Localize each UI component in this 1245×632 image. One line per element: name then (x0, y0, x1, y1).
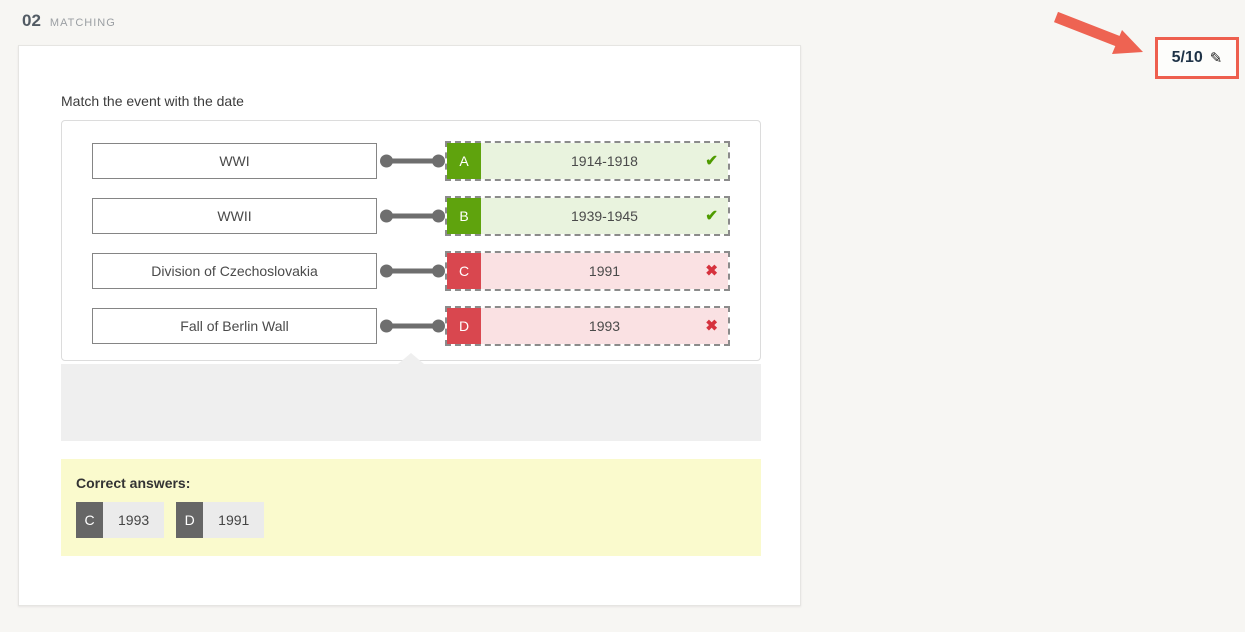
answer-drop-box[interactable]: D 1993 ✖ (445, 306, 730, 346)
correct-answers-chips: C 1993 D 1991 (76, 502, 761, 538)
connector-line (377, 196, 445, 236)
cross-icon: ✖ (705, 317, 718, 335)
question-header: 02 MATCHING (22, 11, 116, 31)
answer-drop-box[interactable]: C 1991 ✖ (445, 251, 730, 291)
answer-letter-badge: B (447, 198, 481, 234)
answer-drop-box[interactable]: A 1914-1918 ✔ (445, 141, 730, 181)
chip-letter-badge: D (176, 502, 204, 538)
match-row: WWI A 1914-1918 ✔ (92, 141, 730, 181)
answer-value: 1991 (481, 253, 728, 289)
matching-panel: WWI A 1914-1918 ✔ WWII B 1939-1945 ✔ Div… (61, 120, 761, 361)
correct-answers-label: Correct answers: (76, 475, 191, 491)
edit-pencil-icon[interactable]: ✎ (1209, 49, 1223, 67)
answer-value: 1914-1918 (481, 143, 728, 179)
answer-value: 1993 (481, 308, 728, 344)
check-icon: ✔ (705, 207, 718, 225)
answer-letter-badge: A (447, 143, 481, 179)
match-row: Division of Czechoslovakia C 1991 ✖ (92, 251, 730, 291)
connector-line (377, 141, 445, 181)
event-box: Fall of Berlin Wall (92, 308, 377, 344)
answer-drop-box[interactable]: B 1939-1945 ✔ (445, 196, 730, 236)
question-prompt: Match the event with the date (61, 93, 244, 109)
tray-caret-icon (398, 353, 424, 364)
chip-value: 1993 (103, 502, 165, 538)
event-box: Division of Czechoslovakia (92, 253, 377, 289)
answer-letter-badge: D (447, 308, 481, 344)
question-number: 02 (22, 11, 41, 30)
annotation-arrow-icon (1053, 11, 1143, 54)
event-box: WWI (92, 143, 377, 179)
options-tray (61, 353, 761, 441)
check-icon: ✔ (705, 152, 718, 170)
cross-icon: ✖ (705, 262, 718, 280)
chip-value: 1991 (203, 502, 265, 538)
answer-letter-badge: C (447, 253, 481, 289)
answer-value: 1939-1945 (481, 198, 728, 234)
score-badge[interactable]: 5/10 ✎ (1155, 37, 1239, 79)
score-value: 5/10 (1171, 49, 1203, 66)
correct-answers-box: Correct answers: C 1993 D 1991 (61, 459, 761, 556)
question-type-label: MATCHING (49, 17, 116, 29)
correct-answer-chip: D 1991 (176, 502, 265, 538)
correct-answer-chip: C 1993 (76, 502, 165, 538)
connector-line (377, 306, 445, 346)
chip-letter-badge: C (76, 502, 103, 538)
match-row: Fall of Berlin Wall D 1993 ✖ (92, 306, 730, 346)
question-card: Match the event with the date WWI A 1914… (18, 45, 801, 606)
match-row: WWII B 1939-1945 ✔ (92, 196, 730, 236)
event-box: WWII (92, 198, 377, 234)
connector-line (377, 251, 445, 291)
